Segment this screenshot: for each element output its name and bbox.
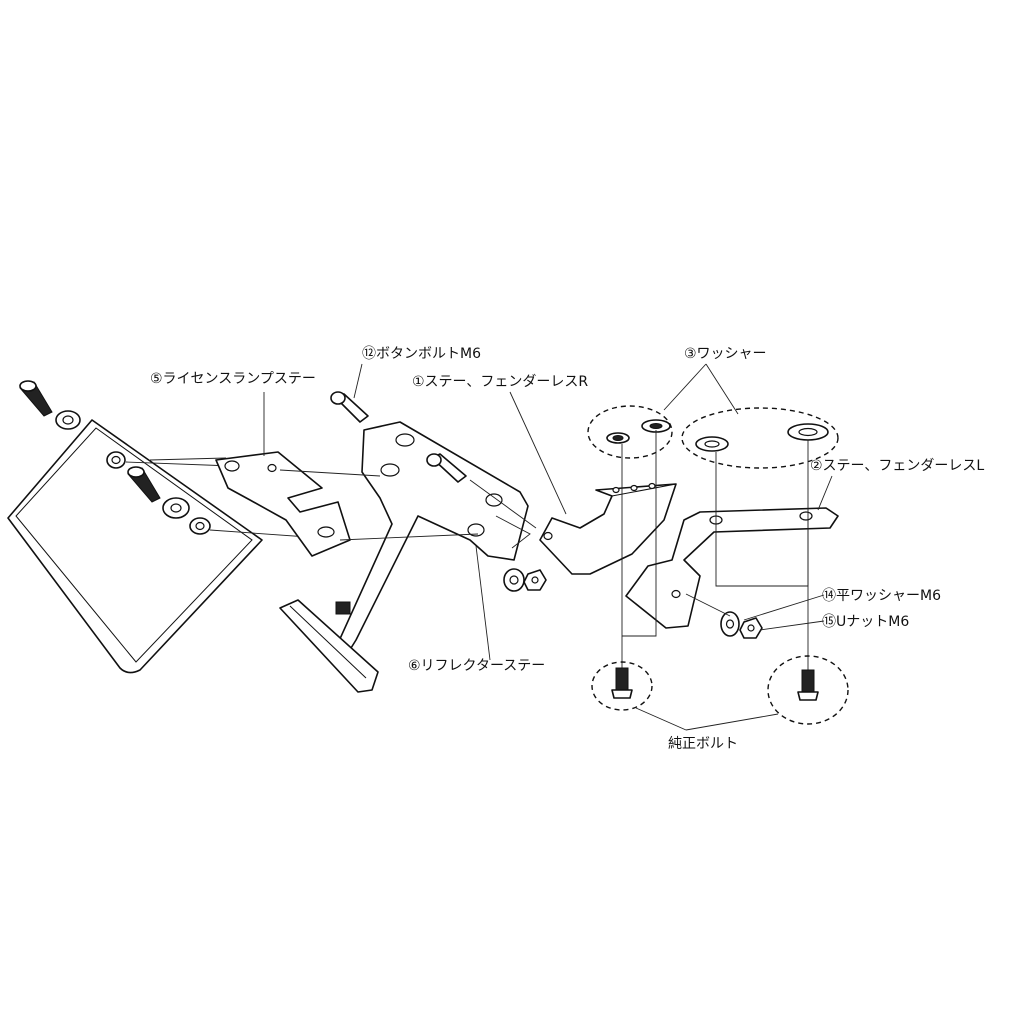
label-stay-fenderless-l: ②ステー、フェンダーレスL <box>810 458 984 474</box>
flat-washer-m6 <box>720 611 740 637</box>
cap-bolt-lower <box>127 466 161 503</box>
reflector <box>279 599 379 693</box>
cap-bolt-upper <box>19 380 53 417</box>
label-u-nut-m6: ⑮UナットM6 <box>822 614 909 630</box>
label-reflector-stay: ⑥リフレクターステー <box>408 658 545 674</box>
stay-fenderless-r <box>539 482 677 575</box>
license-plate <box>7 419 263 674</box>
label-license-lamp-stay: ⑤ライセンスランプステー <box>150 371 316 387</box>
label-washer: ③ワッシャー <box>684 346 767 362</box>
u-nut-m6 <box>739 617 763 639</box>
plate-hole-lower <box>189 517 211 535</box>
genuine-bolt-left <box>591 661 653 711</box>
label-genuine-bolt: 純正ボルト <box>668 736 738 752</box>
flat-washer-lower <box>162 497 190 519</box>
washer-group-left <box>587 405 673 459</box>
genuine-bolt-right <box>767 655 849 725</box>
flat-washer-mid <box>503 568 525 592</box>
label-flat-washer-m6: ⑭平ワッシャーM6 <box>822 588 941 604</box>
button-bolt-m6-lower <box>426 453 467 483</box>
assembly-lines-stays <box>279 469 537 549</box>
reflector-stay <box>333 421 529 657</box>
flat-washer-upper <box>55 410 81 430</box>
label-stay-fenderless-r: ①ステー、フェンダーレスR <box>412 374 588 390</box>
stay-fenderless-l <box>625 507 839 629</box>
bolt-alignment-lines <box>621 430 809 672</box>
washer-group-right <box>681 407 839 469</box>
button-bolt-m6-upper <box>330 391 369 423</box>
u-nut-mid <box>523 569 547 591</box>
label-button-bolt: ⑫ボタンボルトM6 <box>362 346 481 362</box>
plate-hole-upper <box>106 451 126 469</box>
license-lamp-stay <box>215 451 351 557</box>
